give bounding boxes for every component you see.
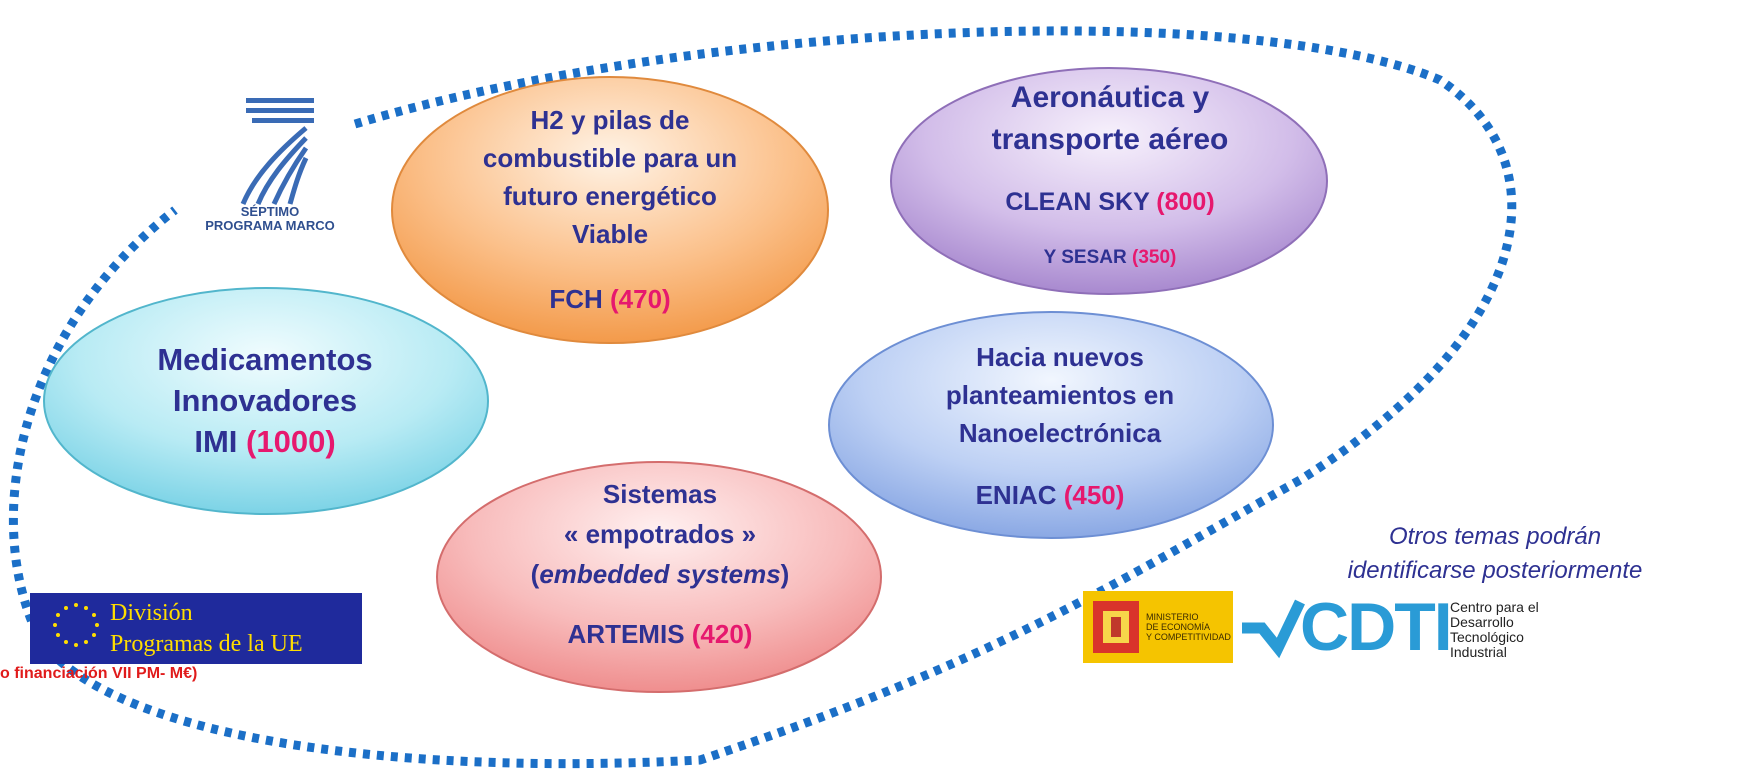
fch-ellipse: [391, 76, 829, 344]
aero-title: Aeronáutica y transporte aéreo: [991, 81, 1229, 156]
fp7-logo-label: SÉPTIMO PROGRAMA MARCO: [205, 204, 335, 233]
ministry-logo-label: MINISTERIO DE ECONOMÍA Y COMPETITIVIDAD: [1146, 612, 1231, 642]
fp7-logo-icon: [240, 98, 314, 206]
spain-shield-icon: [1093, 601, 1139, 653]
aero-code-1: CLEAN SKY (800): [1005, 188, 1215, 216]
aero-code-2: Y SESAR (350): [1043, 247, 1177, 268]
artemis-amount: (420): [691, 619, 753, 649]
artemis-title: Sistemas « empotrados » (embedded system…: [530, 479, 790, 589]
division-logo-label: División Programas de la UE: [110, 600, 303, 657]
cdti-logo-name: CDTI: [1300, 589, 1453, 665]
eu-stars-icon: [53, 603, 99, 647]
imi-amount: (1000): [246, 424, 336, 459]
eniac-ellipse: [828, 311, 1274, 539]
imi-ellipse: [43, 287, 489, 515]
cdti-check-icon: [1242, 599, 1305, 659]
other-topics-note: Otros temas podrán identificarse posteri…: [1347, 523, 1643, 584]
imi-code: IMI (1000): [194, 424, 336, 459]
footnote: o financiación VII PM- M€): [0, 665, 198, 682]
eniac-title: Hacia nuevos planteamientos en Nanoelect…: [945, 342, 1175, 448]
cdti-logo-label: Centro para el Desarrollo Tecnológico In…: [1450, 599, 1539, 660]
eniac-code: ENIAC (450): [975, 480, 1125, 510]
artemis-italic-term: embedded systems: [539, 559, 781, 589]
fch-title: H2 y pilas de combustible para un futuro…: [482, 105, 738, 249]
eniac-amount: (450): [1063, 480, 1125, 510]
aero-amount-2: (350): [1132, 247, 1177, 268]
fch-amount: (470): [609, 284, 671, 314]
artemis-code: ARTEMIS (420): [567, 619, 753, 649]
aero-ellipse: [890, 67, 1328, 295]
fch-code: FCH (470): [549, 284, 671, 314]
artemis-ellipse: [436, 461, 882, 693]
division-logo-bg: [30, 593, 362, 664]
aero-amount-1: (800): [1156, 188, 1215, 216]
imi-title: Medicamentos Innovadores IMI (1000): [90, 339, 440, 462]
